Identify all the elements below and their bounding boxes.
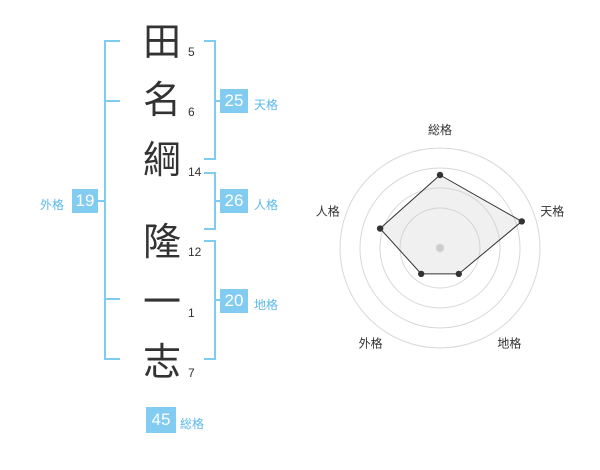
kanji-char-6: 志 [142,340,181,384]
radar-center-dot [436,244,444,252]
tenkaku-bracket-connector [214,100,222,102]
radar-axis-label-1: 総格 [428,122,452,137]
radar-axis-label-3: 地格 [497,335,521,350]
radar-axis-label-4: 外格 [359,335,383,350]
tenkaku-badge: 25 [220,89,248,113]
jinkaku-bracket-bottom [204,228,216,230]
tenkaku-bracket-top [204,40,216,42]
kanji-char-2: 名 [142,78,181,122]
jinkaku-bracket-top [204,172,216,174]
stroke-count-5: 1 [188,306,195,320]
stroke-count-3: 14 [188,165,202,179]
radar-polygon [379,174,523,275]
gaikaku-bracket-connector [96,200,106,202]
kanji-char-1: 田 [142,20,181,64]
gaikaku-bracket-tick-1 [104,100,120,102]
radar-point-3 [455,270,463,278]
stroke-count-1: 5 [188,45,195,59]
stroke-count-4: 12 [188,245,202,259]
chikaku-bracket-connector [214,299,222,301]
gaikaku-bracket-top [104,40,120,42]
gaikaku-bracket-tick-2 [104,298,120,300]
kanji-char-3: 綱 [142,138,181,182]
soukaku-label: 総格 [180,417,205,431]
stroke-count-2: 6 [188,105,195,119]
gaikaku-badge: 19 [72,189,98,213]
radar-point-4 [417,270,425,278]
soukaku-badge: 45 [146,407,176,433]
jinkaku-badge: 26 [220,189,248,213]
radar-axis-label-5: 人格 [316,204,340,219]
radar-axis-label-2: 天格 [540,204,564,219]
gaikaku-bracket-bottom [104,358,120,360]
tenkaku-bracket-bottom [204,158,216,160]
kanji-char-5: 一 [142,280,181,324]
stroke-count-6: 7 [188,366,195,380]
radar-ring-4 [339,147,541,349]
radar-point-2 [518,218,525,225]
kanji-char-4: 隆 [142,220,181,264]
radar-point-1 [436,171,444,179]
radar-ring-1 [399,207,481,289]
tenkaku-label: 天格 [254,98,279,112]
radar-ring-3 [359,167,521,329]
chikaku-bracket-top [204,240,216,242]
chikaku-bracket-bottom [204,358,216,360]
chikaku-label: 地格 [254,298,279,312]
jinkaku-label: 人格 [254,198,279,212]
radar-ring-2 [379,187,501,309]
gaikaku-label: 外格 [40,198,65,212]
chikaku-badge: 20 [220,289,248,313]
jinkaku-bracket-connector [214,200,222,202]
radar-point-5 [376,225,384,232]
